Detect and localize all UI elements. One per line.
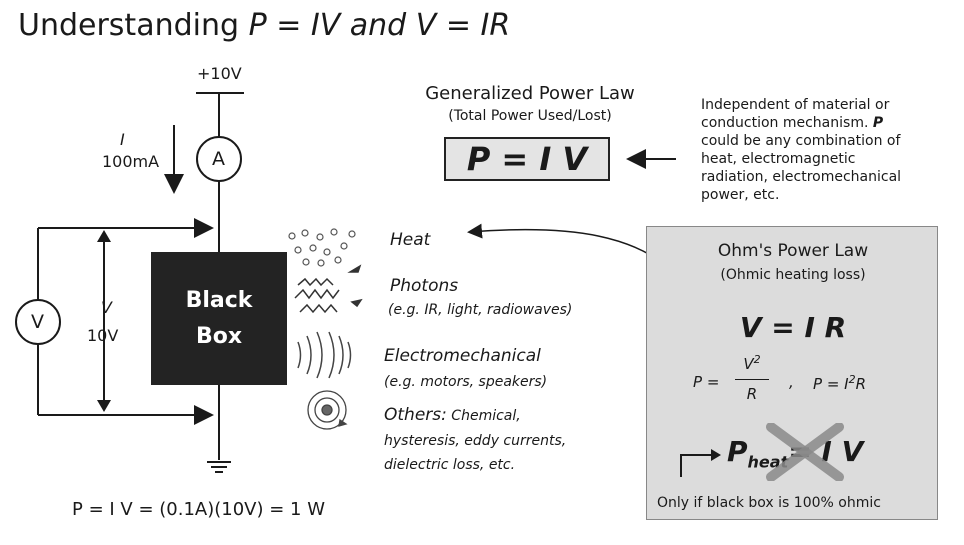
ohm-title: Ohm's Power Law: [717, 241, 869, 261]
output-electromechanical-sub: (e.g. motors, speakers): [384, 374, 548, 390]
condition-arrow-icon: [680, 449, 721, 477]
p-eq2-lhs: P = I: [813, 375, 849, 393]
black-box-line1: Black: [185, 288, 253, 313]
motor-spiral-icon: [307, 390, 348, 430]
supply-label: +10V: [197, 64, 242, 83]
p-eq1-num: V2: [735, 353, 769, 373]
p-eq2-rhs: R: [855, 375, 867, 393]
p-eq2: P = I2R: [813, 373, 866, 393]
cross-out-icon: [766, 423, 844, 481]
p-eq1-den: R: [746, 385, 758, 403]
black-box-line2: Box: [195, 324, 243, 349]
note-line1: Independent of material or: [701, 97, 890, 113]
current-value: 100mA: [102, 152, 160, 171]
voltage-value: 10V: [87, 326, 119, 345]
title-eq1: P = IV: [248, 8, 341, 43]
photon-squiggles-icon: [294, 264, 363, 314]
output-others-sub: Chemical,: [446, 408, 521, 424]
gpl-title: Generalized Power Law: [425, 83, 635, 104]
output-heat: Heat: [390, 230, 431, 250]
p-eq1-num-exp: 2: [753, 353, 761, 366]
note-line5: radiation, electromechanical: [701, 169, 902, 185]
fraction-bar: [735, 379, 769, 380]
voltage-span-top-arrow: [97, 230, 111, 242]
footer-equation: P = I V = (0.1A)(10V) = 1 W: [72, 499, 325, 520]
output-others-line2: hysteresis, eddy currents,: [384, 433, 567, 449]
page-title: Understanding P = IV and V = IR: [18, 8, 510, 43]
output-electromechanical: Electromechanical: [384, 346, 541, 366]
output-others-line3: dielectric loss, etc.: [384, 457, 516, 473]
p-eq2-exp: 2: [848, 373, 856, 386]
output-photons: Photons: [390, 276, 459, 296]
ohm-panel: Ohm's Power Law (Ohmic heating loss) V =…: [646, 226, 938, 520]
voltage-span-bottom-arrow: [97, 400, 111, 412]
gpl-formula: P = I V: [466, 140, 588, 178]
voltmeter-label: V: [31, 311, 44, 333]
note-line4: heat, electromagnetic: [701, 151, 856, 167]
title-prefix: Understanding: [18, 8, 249, 43]
voltage-symbol: V: [101, 298, 112, 317]
gpl-note: Independent of material or conduction me…: [701, 96, 941, 204]
p-eq1-num-base: V: [743, 355, 754, 373]
output-others: Others: Chemical,: [384, 405, 521, 425]
ammeter-label: A: [212, 148, 225, 170]
gpl-subtitle: (Total Power Used/Lost): [448, 108, 612, 124]
p-separator: ,: [789, 373, 794, 391]
output-others-head: Others:: [384, 405, 447, 425]
output-photons-sub: (e.g. IR, light, radiowaves): [388, 302, 573, 318]
black-box-label: Black Box: [151, 283, 287, 355]
note-line3: could be any combination of: [701, 133, 901, 149]
ohmic-condition-note: Only if black box is 100% ohmic: [657, 495, 881, 511]
note-line2a: conduction mechanism.: [701, 115, 873, 131]
title-mid: and: [340, 8, 416, 43]
ohm-subtitle: (Ohmic heating loss): [720, 267, 866, 283]
ohm-formula: V = I R: [739, 311, 847, 344]
black-box: [151, 252, 287, 385]
current-symbol: I: [120, 130, 125, 149]
note-line2b: P: [872, 115, 884, 131]
title-eq2: V = IR: [415, 8, 511, 43]
pheat-P: P: [727, 435, 748, 468]
note-line6: power, etc.: [701, 187, 780, 203]
p-eq1-lhs: P =: [693, 373, 720, 391]
heat-swirls-icon: [288, 228, 356, 267]
note-line2: conduction mechanism. P: [701, 114, 941, 132]
sound-waves-icon: [297, 331, 352, 379]
gpl-formula-box: P = I V: [444, 137, 610, 181]
